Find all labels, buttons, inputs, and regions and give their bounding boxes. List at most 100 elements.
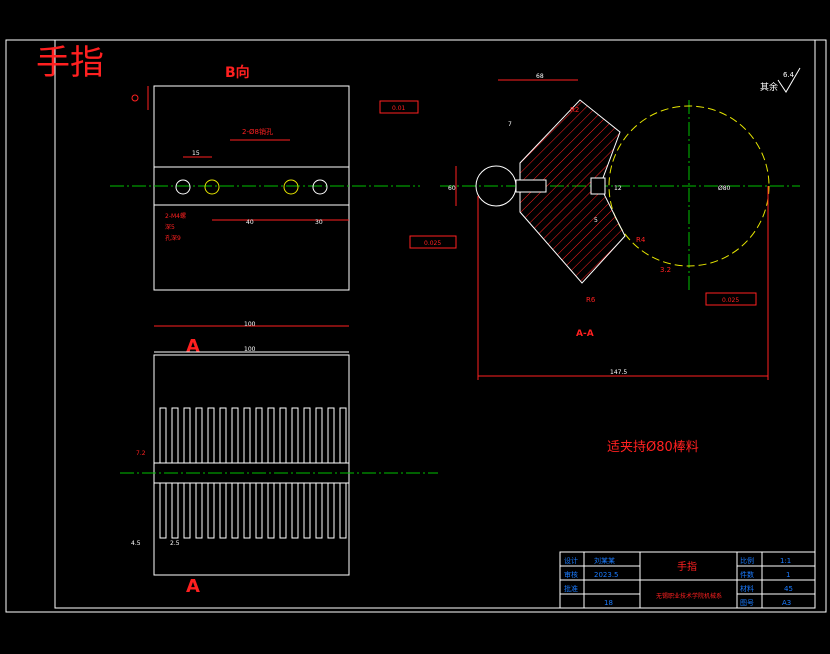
tooth bbox=[303, 482, 311, 539]
hole bbox=[204, 179, 220, 195]
datum-c-icon bbox=[131, 94, 139, 102]
tooth bbox=[159, 407, 167, 464]
tooth bbox=[327, 482, 335, 539]
tb-r1-c1: 设计 bbox=[564, 556, 578, 565]
pin-slot bbox=[590, 177, 606, 195]
holes-note-1: 2-M4螺 bbox=[165, 212, 186, 220]
tb-r4-c4: 图号 bbox=[740, 599, 754, 607]
tb-r1-c4: 比例 bbox=[740, 556, 754, 565]
tb-r4-c5: A3 bbox=[782, 599, 791, 607]
tooth bbox=[207, 407, 215, 464]
tolerance-frame-3 bbox=[705, 292, 757, 306]
dim-angle: 3.2 bbox=[660, 266, 671, 274]
tooth bbox=[195, 407, 203, 464]
hole bbox=[283, 179, 299, 195]
dim-100-top: 100 bbox=[244, 321, 256, 328]
dim-80: Ø80 bbox=[718, 185, 731, 192]
dim-5: 5 bbox=[594, 217, 598, 224]
tb-r1-c5: 1:1 bbox=[780, 557, 791, 565]
tooth bbox=[255, 482, 263, 539]
dim-40: 40 bbox=[246, 219, 254, 226]
inner-frame bbox=[54, 39, 816, 609]
teeth-lower bbox=[159, 482, 347, 539]
tolerance-3: 0.025 bbox=[722, 297, 739, 304]
tb-school: 无锡职业技术学院机械系 bbox=[656, 592, 722, 600]
tb-r3-c5: 45 bbox=[784, 585, 793, 593]
tooth bbox=[207, 482, 215, 539]
tooth bbox=[183, 407, 191, 464]
hole bbox=[175, 179, 191, 195]
tooth bbox=[255, 407, 263, 464]
dim-60: 60 bbox=[448, 185, 456, 192]
tooth bbox=[315, 482, 323, 539]
bore bbox=[515, 179, 547, 193]
tooth bbox=[231, 482, 239, 539]
tooth bbox=[327, 407, 335, 464]
tooth bbox=[303, 407, 311, 464]
roughness-icon bbox=[777, 67, 801, 93]
tooth bbox=[267, 407, 275, 464]
dim-r6: R6 bbox=[586, 296, 596, 304]
section-marker-top: A bbox=[186, 336, 200, 357]
finger-section bbox=[519, 99, 626, 284]
tooth bbox=[159, 482, 167, 539]
tooth bbox=[339, 407, 347, 464]
surface-finish-value: 6.4 bbox=[783, 71, 795, 79]
tooth bbox=[183, 482, 191, 539]
tb-part-name: 手指 bbox=[677, 560, 697, 573]
dim-7-2: 7.2 bbox=[136, 450, 146, 457]
tb-r3-c4: 材料 bbox=[740, 584, 754, 593]
tolerance-1: 0.01 bbox=[392, 105, 406, 112]
hole bbox=[312, 179, 328, 195]
title-block bbox=[559, 551, 816, 609]
tolerance-frame-2 bbox=[409, 235, 457, 249]
dim-15: 15 bbox=[192, 150, 200, 157]
tooth bbox=[219, 407, 227, 464]
tooth bbox=[195, 482, 203, 539]
dim-147-5: 147.5 bbox=[610, 369, 627, 376]
tb-r4-c2: 18 bbox=[604, 599, 613, 607]
a-view-outline bbox=[153, 354, 350, 576]
workpiece-circle bbox=[608, 105, 770, 267]
tooth bbox=[243, 407, 251, 464]
tooth bbox=[339, 482, 347, 539]
tb-r2-c5: 1 bbox=[786, 571, 790, 579]
tb-r2-c1: 审核 bbox=[564, 570, 578, 579]
dim-r2: R2 bbox=[570, 106, 579, 114]
dim-7: 7 bbox=[508, 121, 512, 128]
note: 适夹持Ø80棒料 bbox=[607, 440, 699, 455]
dim-12: 12 bbox=[614, 185, 622, 192]
dim-68: 68 bbox=[536, 73, 544, 80]
dim-100-bottom: 100 bbox=[244, 346, 256, 353]
tooth bbox=[171, 407, 179, 464]
dim-30: 30 bbox=[315, 219, 323, 226]
tb-r1-c2: 刘某某 bbox=[594, 556, 615, 565]
section-marker-bottom: A bbox=[186, 576, 200, 597]
tooth bbox=[219, 482, 227, 539]
view-b-label: B向 bbox=[225, 64, 250, 81]
tooth bbox=[279, 482, 287, 539]
dim-2-5: 2.5 bbox=[170, 540, 180, 547]
tb-r2-c4: 件数 bbox=[740, 570, 754, 579]
teeth-upper bbox=[159, 407, 347, 464]
tooth bbox=[279, 407, 287, 464]
dim-4-5: 4.5 bbox=[131, 540, 141, 547]
holes-note-2: 深5 bbox=[165, 223, 175, 231]
tooth bbox=[231, 407, 239, 464]
outer-frame bbox=[5, 39, 827, 613]
tooth bbox=[243, 482, 251, 539]
tooth bbox=[315, 407, 323, 464]
tolerance-2: 0.025 bbox=[424, 240, 441, 247]
drawing-title: 手指 bbox=[36, 43, 104, 83]
section-label: A-A bbox=[576, 329, 594, 339]
tooth bbox=[291, 407, 299, 464]
holes-top-note: 2-Ø8销孔 bbox=[242, 127, 273, 136]
holes-note-3: 孔深9 bbox=[165, 234, 181, 242]
b-view-outline bbox=[153, 85, 350, 291]
tooth bbox=[291, 482, 299, 539]
tolerance-frame-1 bbox=[379, 100, 419, 114]
surface-finish-prefix: 其余 bbox=[760, 81, 778, 93]
tooth bbox=[267, 482, 275, 539]
tooth bbox=[171, 482, 179, 539]
